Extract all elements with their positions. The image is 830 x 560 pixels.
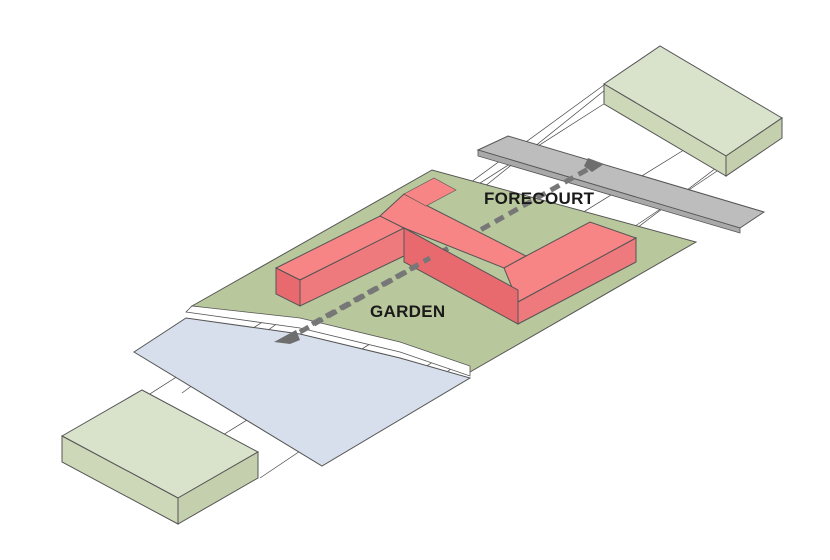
green-volume-bottom-left <box>60 389 260 525</box>
water-plane <box>133 317 472 467</box>
garden-dashes <box>310 255 432 327</box>
garden-label: GARDEN <box>370 302 445 321</box>
arrow-right-icon <box>584 158 604 172</box>
forecourt-label: FORECOURT <box>484 189 595 208</box>
green-volume-top-right <box>603 45 783 177</box>
building-z <box>274 177 638 325</box>
arrow-left-icon <box>274 330 300 344</box>
forecourt-strip <box>476 135 766 234</box>
river-edge <box>185 305 471 377</box>
